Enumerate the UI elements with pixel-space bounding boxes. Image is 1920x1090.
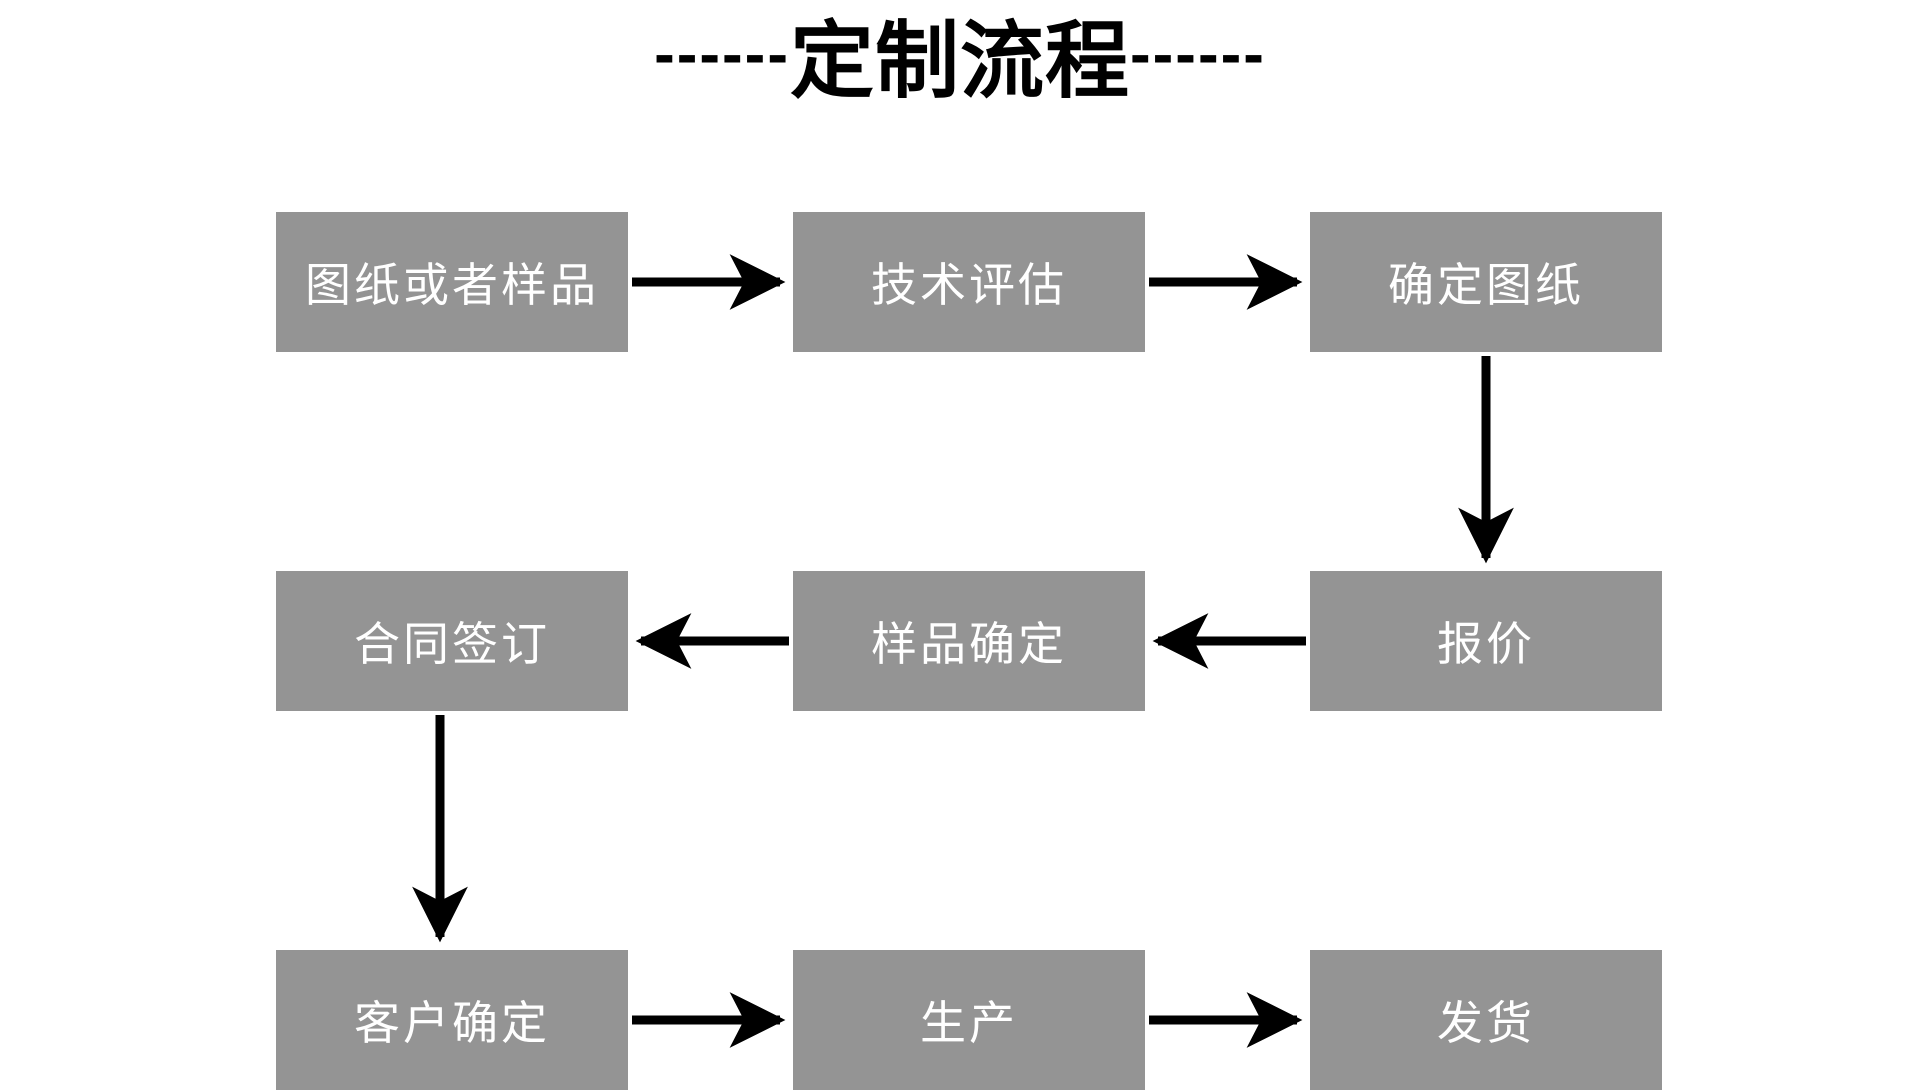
title-left-dashes: ------ [654,20,790,89]
flow-node-technical-evaluation[interactable]: 技术评估 [793,212,1145,352]
flow-node-production[interactable]: 生产 [793,950,1145,1090]
flow-node-sample-confirmation[interactable]: 样品确定 [793,571,1145,711]
flow-node-contract-signing[interactable]: 合同签订 [276,571,628,711]
flow-node-customer-confirmation[interactable]: 客户确定 [276,950,628,1090]
flow-node-quotation[interactable]: 报价 [1310,571,1662,711]
title-text: 定制流程 [789,14,1130,108]
flow-node-confirm-drawing[interactable]: 确定图纸 [1310,212,1662,352]
title-row: ------ 定制流程 ------ [654,19,1266,103]
flow-node-drawing-or-sample[interactable]: 图纸或者样品 [276,212,628,352]
title-right-dashes: ------ [1130,20,1266,89]
page-title: ------ 定制流程 ------ [0,6,1920,116]
flow-node-shipment[interactable]: 发货 [1310,950,1662,1090]
